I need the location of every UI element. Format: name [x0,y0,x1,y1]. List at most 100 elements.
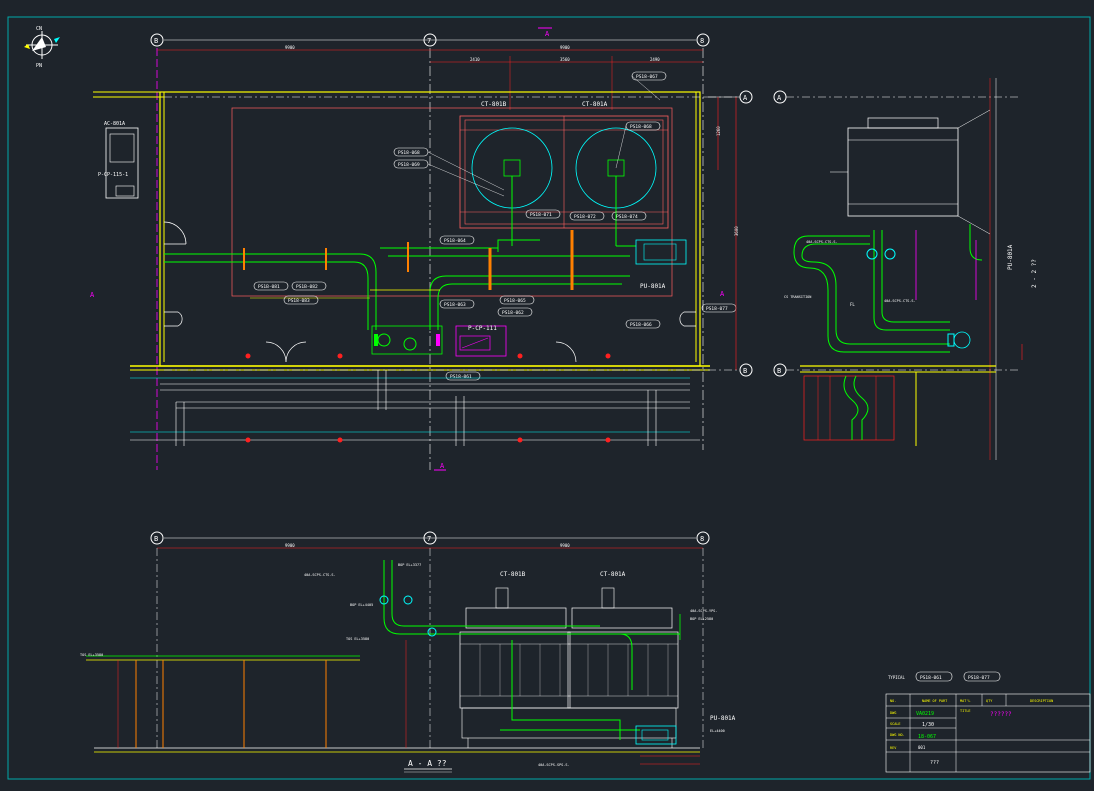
row-bubble-b [739,363,753,377]
pipe-tag-ps18-074[interactable]: PS18-074 [611,211,647,221]
plan-dim-1: 9900 [285,45,295,50]
elev-note-7: TOS EL+3580 [80,653,103,657]
tb-rev-value: 001 [918,745,926,750]
elev-equipment-ct801a: CT-801A [600,571,626,578]
pipe-tag-ps18-083[interactable]: PS18-083 [283,295,319,305]
tb-h-name: NAME OF PART [922,699,948,703]
north-arrow-icon [24,31,60,59]
elev-note-8: EL+4400 [710,729,725,733]
equipment-label-ct801b: CT-801B [481,101,507,108]
elev-grid-bubble-b [150,531,164,545]
grid-bubble-b [150,33,164,47]
elev-grid-label-b: B [154,535,158,543]
plan-subdim-2: 3560 [560,57,570,62]
svg-text:PS18-069: PS18-069 [398,162,420,168]
pipe-tag-ps18-072[interactable]: PS18-072 [569,211,605,221]
elev-equipment-pu801a: PU-801A [710,715,736,722]
cooling-tower-elevation-ct801b[interactable] [459,587,571,709]
section-mark-bottom: A [440,462,445,470]
elev-note-5: 40A-SCPS-YPS- [690,609,717,613]
pipe-tag-ps18-077[interactable]: PS18-077 [701,303,737,313]
pump-pcp111[interactable] [455,325,507,357]
title-ref-tag-1[interactable]: PS18-061 [915,671,953,682]
cooling-tower-side[interactable] [830,109,991,235]
pipe-tag-ps18-066[interactable]: PS18-066 [625,319,661,329]
tb-scale-label: SCALE [890,722,901,726]
svg-text:PS18-065: PS18-065 [504,298,526,304]
side-note-1: 40A-SCPS-CTS-S- [806,240,838,244]
section-mark-top: A [545,30,550,38]
pipe-tag-ps18-068b[interactable]: PS18-068 [625,121,661,131]
row-label-b: B [743,367,747,375]
ac-801a-panel[interactable] [105,127,139,199]
pipe-tag-ps18-063[interactable]: PS18-063 [439,299,475,309]
svg-text:PS1B-081: PS1B-081 [258,284,280,290]
tb-h-matl: MAT'L [960,699,971,703]
elev-note-2: BOP EL+3377 [398,563,421,567]
svg-text:PS18-063: PS18-063 [444,302,466,308]
pipe-tag-ps18-065[interactable]: PS18-065 [499,295,535,305]
elev-note-6: BOP EL+2580 [690,617,713,621]
grid-label-8: 8 [700,37,704,45]
svg-text:PS18-068: PS18-068 [630,124,652,130]
svg-text:PS18-074: PS18-074 [616,214,638,220]
plan-subdim-1: 2410 [470,57,480,62]
pump-pu801a[interactable] [635,239,687,265]
pipe-tag-ps18-067[interactable]: PS18-067 [631,71,667,81]
elevation-view[interactable]: B 7 8 9900 9900 [80,531,736,773]
elev-note-1: 40A-SCPS-CTS-S- [304,573,336,577]
section-mark-left: A [90,291,95,299]
cooling-tower-elevation-ct801a[interactable] [567,587,679,709]
svg-text:PS18-062: PS18-062 [502,310,524,316]
side-note-4: 40A-SCPS-CTS-S- [884,299,916,303]
tb-sheet-value: ??? [930,760,939,766]
elev-grid-bubble-8 [696,531,710,545]
section-mark-right: A [720,290,725,298]
plan-view[interactable]: B 7 8 9900 9900 2410 3560 2490 A [90,27,753,471]
grid-bubble-8 [696,33,710,47]
north-label-bottom: PN [36,63,42,69]
side-row-label-a: A [777,94,782,102]
tb-rev-label: REV [890,746,897,750]
title-ref-tag-2[interactable]: PS18-077 [963,671,1001,682]
side-section-title: 2 - 2 ?? [1031,259,1038,288]
svg-text:PS18-061: PS18-061 [450,374,472,380]
pipe-tag-ps18-071[interactable]: PS18-071 [525,209,561,219]
elev-dim-1: 9900 [285,543,295,548]
tb-h-qty: QTY [986,699,993,703]
grid-bubble-7 [423,33,437,47]
row-bubble-a [739,90,753,104]
elev-note-3: BOP EL+4405 [350,603,373,607]
row-label-a: A [743,94,748,102]
pipe-tag-ps1b-082[interactable]: PS1B-082 [291,281,327,291]
side-equipment-pu801a: PU-801A [1007,244,1014,270]
tb-dwg-value: VA0219 [916,711,934,717]
pipe-tag-ps18-064[interactable]: PS18-064 [439,235,475,245]
pipe-tag-ps18-061[interactable]: PS18-061 [445,371,481,381]
svg-text:PS18-077: PS18-077 [706,306,728,312]
side-section-view[interactable]: A B [773,78,1038,460]
equipment-label-ac801a: AC-801A [104,121,125,127]
pipe-tag-ps18-068[interactable]: PS18-068 [393,147,429,157]
svg-text:PS18-061: PS18-061 [920,675,942,681]
equipment-label-pu801a: PU-801A [640,283,666,290]
elev-dim-2: 9900 [560,543,570,548]
tb-dwgno-value: 18-067 [918,734,936,740]
plan-dim-2: 9900 [560,45,570,50]
elev-grid-label-7: 7 [427,535,431,543]
pipe-tag-ps1b-081[interactable]: PS1B-081 [253,281,289,291]
elev-note-4: TOS EL+3580 [346,637,369,641]
elev-grid-label-8: 8 [700,535,704,543]
tb-title-value: ?????? [990,711,1012,718]
svg-text:PS18-083: PS18-083 [288,298,310,304]
svg-text:PS1B-082: PS1B-082 [296,284,318,290]
svg-text:PS18-066: PS18-066 [630,322,652,328]
svg-text:PS18-068: PS18-068 [398,150,420,156]
svg-text:PS18-064: PS18-064 [444,238,466,244]
pipe-tag-ps18-069[interactable]: PS18-069 [393,159,429,169]
pipe-tag-ps18-062[interactable]: PS18-062 [497,307,533,317]
drawing-frame [7,16,1091,780]
title-block[interactable]: TYPICAL PS18-061 PS18-077 NO. NAME OF PA… [885,671,1091,773]
